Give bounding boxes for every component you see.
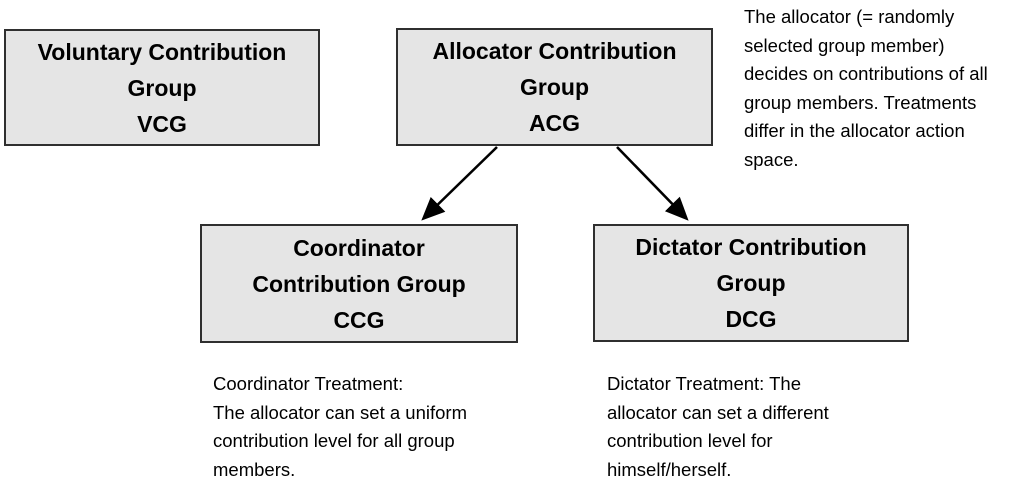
arrow-acg-to-dcg-icon <box>616 146 689 221</box>
arrow-acg-to-ccg-icon <box>421 146 498 221</box>
ccg-annotation-line: contribution level for all group <box>213 430 455 451</box>
ccg-annotation-line: members. <box>213 458 296 480</box>
ccg-annotation-line: Coordinator Treatment: <box>213 373 404 394</box>
ccg-box: Coordinator Contribution Group CCG <box>200 224 518 343</box>
acg-annotation-line: selected group member) <box>744 34 945 56</box>
acg-annotation-line: differ in the allocator action <box>744 120 965 141</box>
ccg-box-line: Coordinator <box>293 234 425 261</box>
dcg-box-line: Group <box>716 270 786 296</box>
ccg-annotation-line: The allocator can set a uniform <box>213 401 467 423</box>
acg-box-line: Group <box>520 74 589 100</box>
vcg-box: Voluntary Contribution Group VCG <box>4 29 320 146</box>
acg-annotation-line: decides on contributions of all <box>744 63 988 84</box>
dcg-annotation-line: Dictator Treatment: The <box>607 373 801 394</box>
dcg-annotation-line: contribution level for <box>607 430 773 451</box>
ccg-box-line: CCG <box>333 306 385 333</box>
acg-annotation: The allocator (= randomly selected group… <box>744 3 1022 174</box>
acg-annotation-line: The allocator (= randomly <box>744 6 955 27</box>
vcg-box-line: Group <box>127 74 197 101</box>
acg-box-line: Allocator Contribution <box>432 38 677 64</box>
dcg-annotation-line: himself/herself. <box>607 458 732 480</box>
acg-box-line: ACG <box>528 110 581 136</box>
dcg-box-line: DCG <box>725 306 777 332</box>
vcg-box-line: Voluntary Contribution <box>37 38 287 65</box>
acg-box: Allocator Contribution Group ACG <box>396 28 713 146</box>
dcg-annotation: Dictator Treatment: The allocator can se… <box>607 370 917 484</box>
acg-annotation-line: group members. Treatments <box>744 91 977 113</box>
dcg-box-line: Dictator Contribution <box>635 234 867 260</box>
acg-annotation-line: space. <box>744 148 799 170</box>
vcg-box-line: VCG <box>137 110 187 137</box>
dcg-box: Dictator Contribution Group DCG <box>593 224 909 342</box>
ccg-box-line: Contribution Group <box>252 270 466 297</box>
ccg-annotation: Coordinator Treatment: The allocator can… <box>213 370 543 484</box>
dcg-annotation-line: allocator can set a different <box>607 401 829 423</box>
